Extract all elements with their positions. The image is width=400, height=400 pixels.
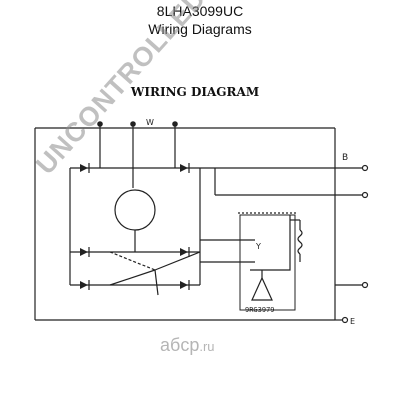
brand-logo: aбcp.ru bbox=[160, 335, 215, 356]
diode-mid-right bbox=[180, 247, 190, 257]
page-subtitle: Wiring Diagrams bbox=[148, 21, 252, 37]
terminal-label-y: Y bbox=[255, 242, 261, 251]
b-plus-terminal: B bbox=[342, 153, 369, 172]
part-number: 8LHA3099UC bbox=[156, 3, 244, 19]
field-coil bbox=[290, 219, 303, 262]
brand-domain: .ru bbox=[199, 339, 215, 354]
terminal-label-w: W bbox=[146, 118, 154, 127]
diode-upper-left bbox=[80, 163, 90, 173]
ground-line: E bbox=[35, 281, 369, 326]
frame bbox=[34, 127, 336, 320]
top-terminals: W bbox=[97, 118, 178, 188]
regulator: Y 9RG3979 bbox=[200, 212, 297, 314]
star-connection bbox=[109, 251, 201, 296]
diode-lower-right bbox=[180, 280, 190, 290]
terminal-label-e: E bbox=[350, 317, 355, 326]
diagram-title: WIRING DIAGRAM bbox=[130, 85, 259, 99]
terminal-label-b: B bbox=[342, 153, 348, 163]
rectifier-rails bbox=[69, 167, 365, 286]
terminal-aux bbox=[361, 191, 369, 199]
brand-name: aбcp bbox=[160, 335, 200, 355]
diode-lower-left bbox=[80, 280, 90, 290]
diode-mid-left bbox=[80, 247, 90, 257]
regulator-code: 9RG3979 bbox=[245, 306, 275, 314]
diode-upper-right bbox=[180, 163, 190, 173]
stator-winding bbox=[114, 189, 156, 231]
